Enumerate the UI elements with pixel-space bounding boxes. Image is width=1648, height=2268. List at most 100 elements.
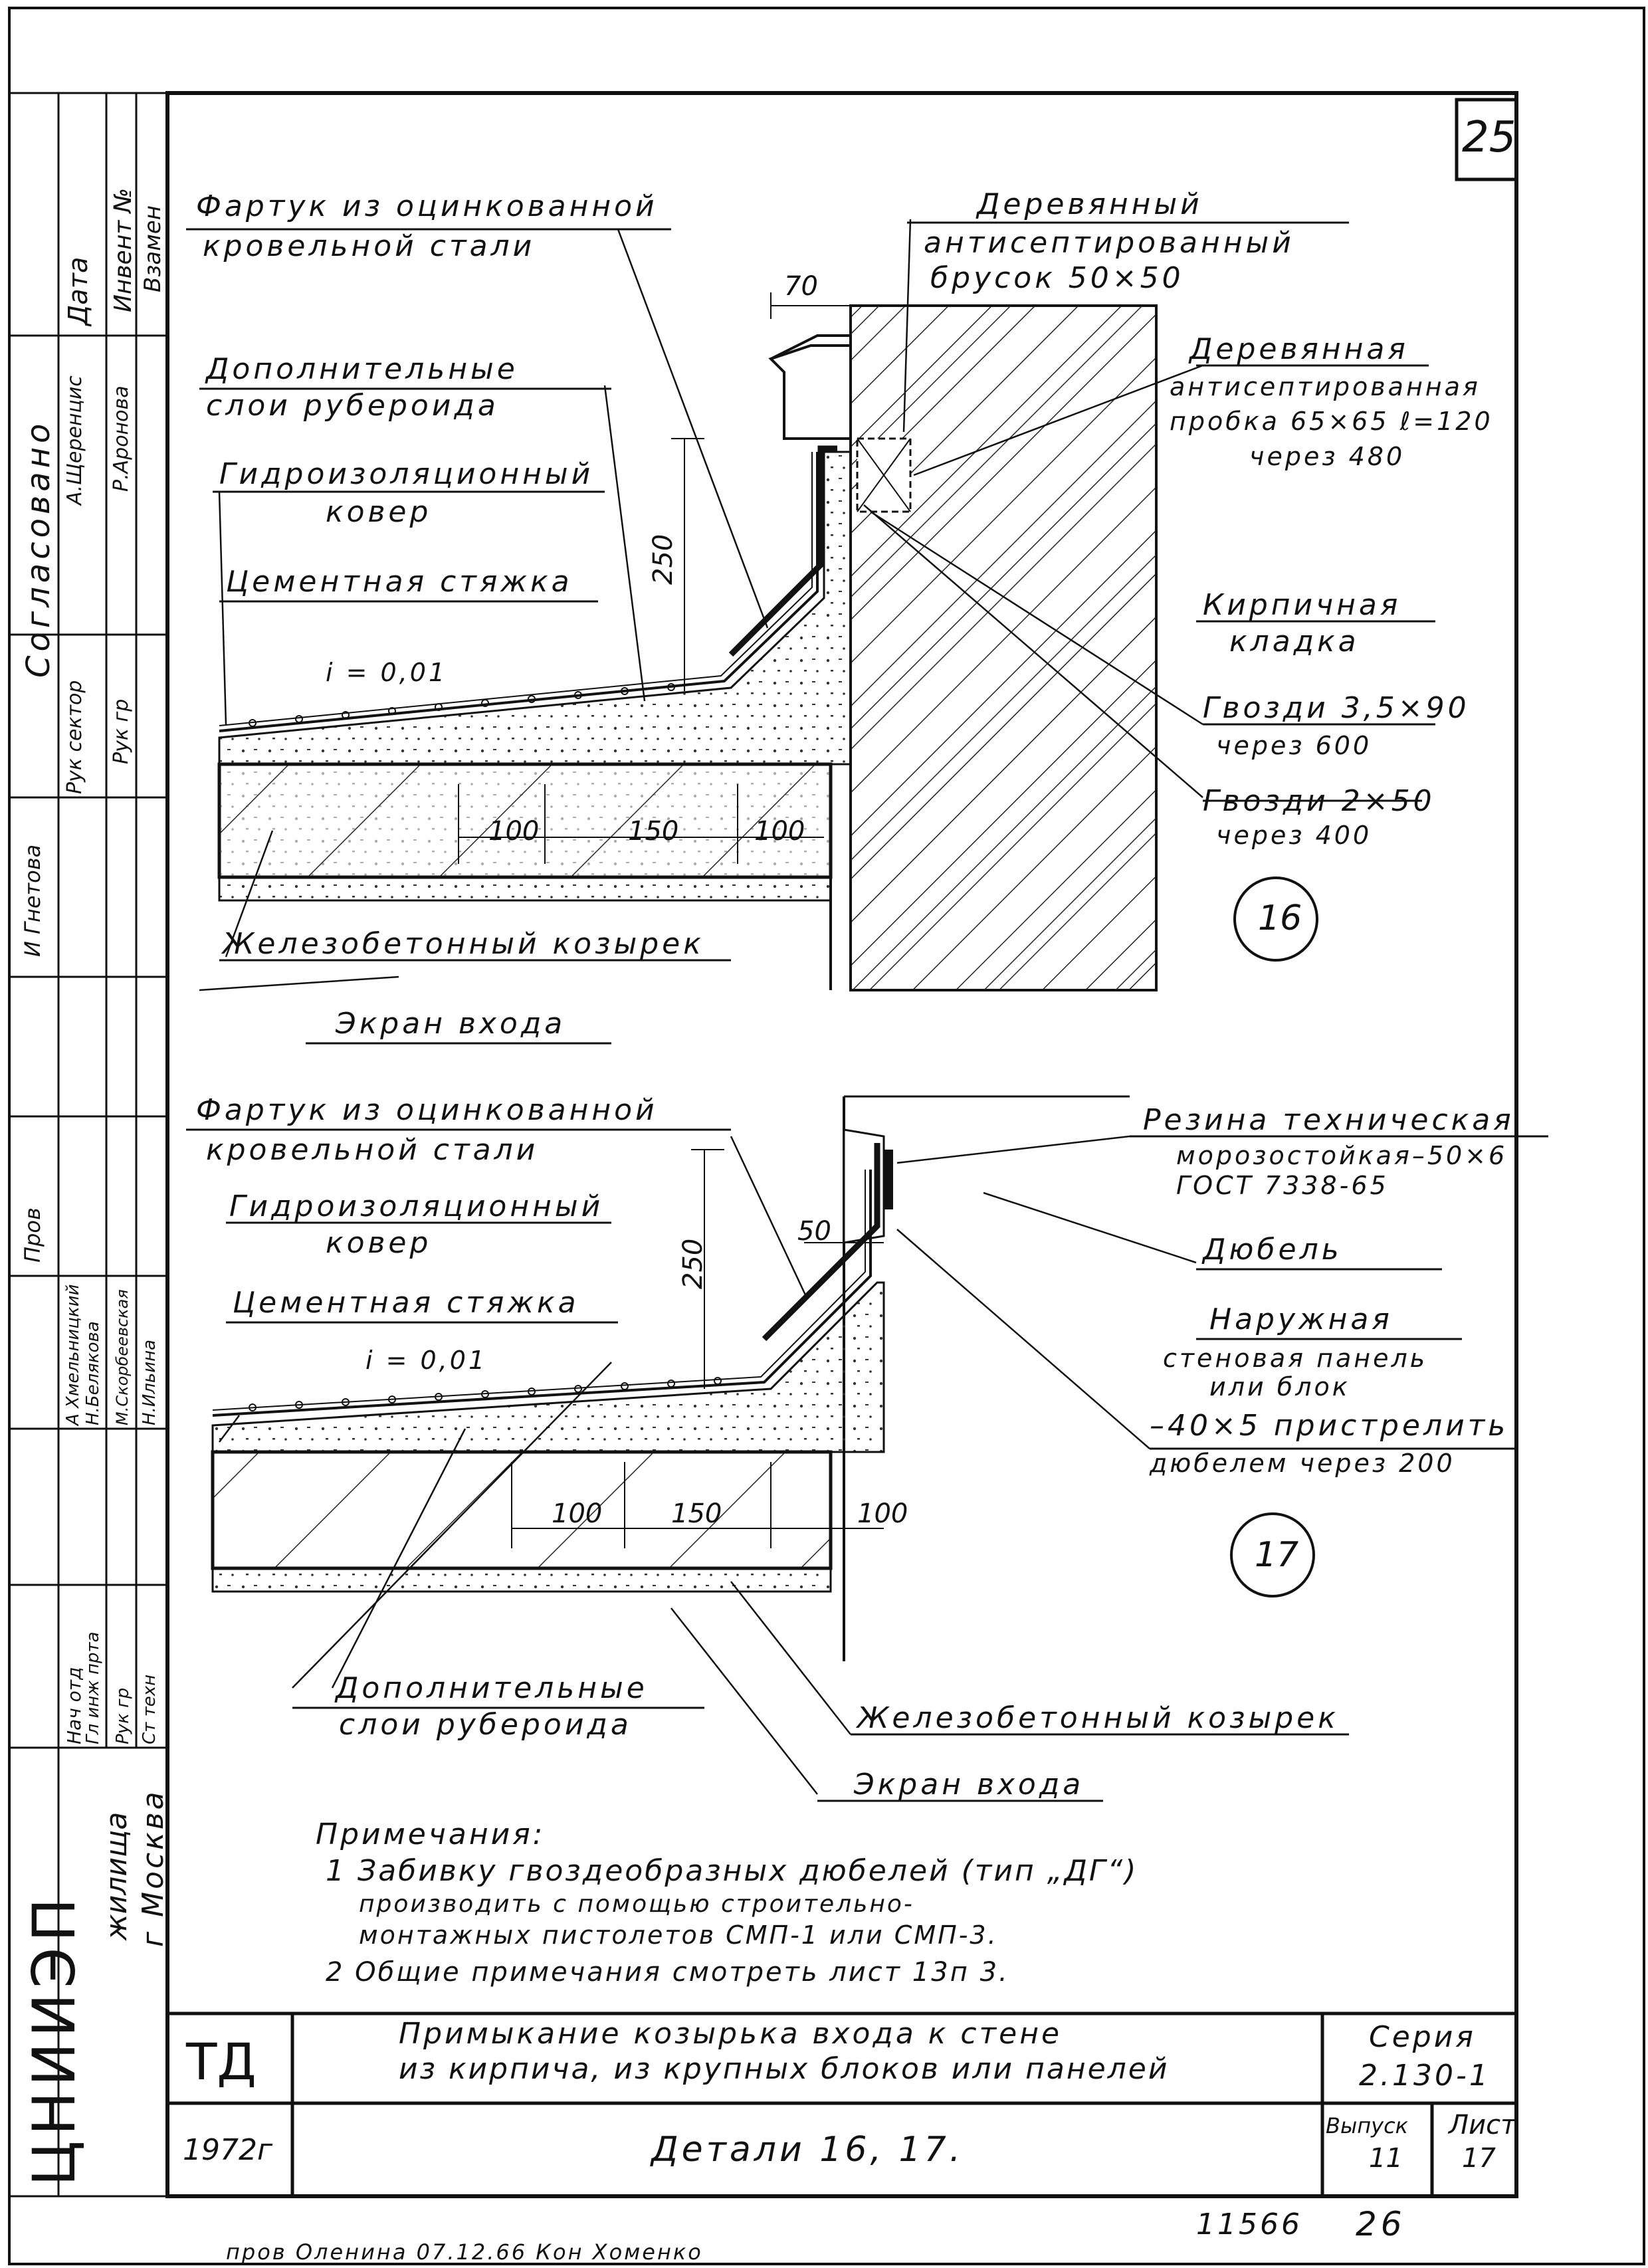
panel-label-17-line1: Наружная xyxy=(1209,1302,1393,1336)
year: 1972г xyxy=(183,2133,273,2167)
screed-label-16: Цементная стяжка xyxy=(226,565,573,599)
org-name: ЦНИИЭП xyxy=(20,1893,88,2186)
agreed-name-1: А.Щеренцис xyxy=(63,375,86,505)
role-chief-eng: Гл инж прта xyxy=(83,1631,103,1744)
dim-150-16: 150 xyxy=(628,816,679,847)
brick-label-16-line2: кладка xyxy=(1229,625,1360,659)
rubber-label-17-line1: Резина техническая xyxy=(1143,1103,1514,1137)
apron-label-17-line2: кровельной стали xyxy=(206,1133,539,1167)
slope-label-17: i = 0,01 xyxy=(365,1346,488,1375)
note-1-line2: производить с помощью строительно- xyxy=(359,1891,914,1918)
note-2: 2 Общие примечания смотреть лист 13п 3. xyxy=(326,1957,1009,1988)
detail-17-geometry xyxy=(211,1095,1315,1795)
rubber-label-17-line2: морозостойкая–50×6 xyxy=(1176,1141,1508,1170)
agreed-label: Согласовано xyxy=(20,419,57,678)
notes-title: Примечания: xyxy=(316,1817,546,1851)
waterproof-label-16-line2: ковер xyxy=(326,495,432,529)
dim-250-16: 250 xyxy=(648,534,678,585)
apron-label-16-line2: кровельной стали xyxy=(203,229,536,263)
bottom-number: 26 xyxy=(1356,2205,1406,2243)
side-stamp-grid xyxy=(9,92,1516,2198)
bar-label-16-line3: брусок 50×50 xyxy=(930,261,1184,295)
staff-2: Н.Белякова xyxy=(83,1321,103,1425)
extra-layers-label-16-line2: слои рубероида xyxy=(206,389,499,423)
staff-4: Н.Ильина xyxy=(140,1339,159,1425)
series-label: Серия xyxy=(1369,2020,1476,2054)
apron-label-16-line1: Фартук из оцинкованной xyxy=(196,189,658,223)
nails1-label-16-line2: через 600 xyxy=(1216,731,1372,760)
title-line1: Примыкание козырька входа к стене xyxy=(399,2017,1063,2051)
subtitle: Детали 16, 17. xyxy=(651,2130,964,2170)
issue-label: Выпуск xyxy=(1326,2113,1408,2138)
plug-label-16-line1: Деревянная xyxy=(1189,332,1409,366)
role-sector: Рук сектор xyxy=(63,680,86,794)
detail-17-number: 17 xyxy=(1255,1535,1299,1575)
issue-value: 11 xyxy=(1369,2143,1403,2174)
note-1-line3: монтажных пистолетов СМП-1 или СМП-3. xyxy=(359,1920,998,1950)
header-date: Дата xyxy=(63,257,94,326)
dim-150-17: 150 xyxy=(671,1498,722,1529)
screen-label-17: Экран входа xyxy=(854,1768,1084,1802)
dim-250-17: 250 xyxy=(678,1238,708,1289)
panel-label-17-line2: стеновая панель xyxy=(1163,1344,1428,1373)
handwritten-note: пров Оленина 07.12.66 Кон Хоменко xyxy=(226,2239,703,2265)
strip-label-17-line2: дюбелем через 200 xyxy=(1150,1449,1455,1478)
sheet-label: Лист xyxy=(1449,2110,1516,2140)
dowel-label-17: Дюбель xyxy=(1203,1233,1342,1267)
nails2-label-16-line2: через 400 xyxy=(1216,821,1372,850)
header-replace: Взамен xyxy=(140,205,166,292)
nails2-label-16-line1: Гвозди 2×50 xyxy=(1203,784,1435,818)
agreed-name-2: Р.Аронова xyxy=(110,385,133,492)
waterproof-label-17-line2: ковер xyxy=(326,1226,432,1260)
screed-16 xyxy=(218,451,852,766)
detail-16-number: 16 xyxy=(1258,898,1302,938)
brick-label-16-line1: Кирпичная xyxy=(1203,588,1401,622)
panel-label-17-line3: или блок xyxy=(1209,1372,1350,1401)
extra-layers-label-17-line2: слои рубероида xyxy=(339,1708,632,1742)
screen-label-16: Экран входа xyxy=(336,1007,566,1041)
canopy-label-17: Железобетонный козырек xyxy=(857,1701,1339,1735)
engineer-name: И Гнетова xyxy=(20,844,45,957)
strip-label-17-line1: –40×5 пристрелить xyxy=(1150,1409,1509,1443)
nails1-label-16-line1: Гвозди 3,5×90 xyxy=(1203,691,1470,725)
note-1-line1: 1 Забивку гвоздеобразных дюбелей (тип „Д… xyxy=(326,1854,1138,1888)
role-group-2: Рук гр xyxy=(113,1687,133,1744)
outer-frame xyxy=(8,7,1645,2265)
waterproof-label-16-line1: Гидроизоляционный xyxy=(219,457,594,491)
extra-layers-label-17-line1: Дополнительные xyxy=(336,1671,648,1705)
detail-16-circle xyxy=(1233,876,1318,962)
apron-16 xyxy=(728,445,837,657)
canopy-slab-17 xyxy=(211,1450,833,1570)
dim-100a-16: 100 xyxy=(488,816,540,847)
title-line2: из кирпича, из крупных блоков или панеле… xyxy=(399,2052,1170,2086)
dim-100b-16: 100 xyxy=(754,816,805,847)
role-tech: Ст техн xyxy=(140,1674,159,1744)
apron-17 xyxy=(762,1143,880,1342)
detail-17-circle xyxy=(1230,1512,1315,1598)
header-inv: Инвент № xyxy=(110,187,137,312)
page-number: 25 xyxy=(1462,113,1516,162)
apron-label-17-line1: Фартук из оцинкованной xyxy=(196,1093,658,1127)
extra-layers-label-16-line1: Дополнительные xyxy=(206,352,518,386)
detail-16-geometry xyxy=(199,219,1318,991)
archive-number: 11566 xyxy=(1196,2208,1302,2241)
waterproof-label-17-line1: Гидроизоляционный xyxy=(229,1189,604,1223)
plug-label-16-line2: антисептированная xyxy=(1170,372,1481,401)
role-group: Рук гр xyxy=(110,698,133,764)
page-number-box xyxy=(1455,98,1518,181)
staff-3: М.Скорбеевская xyxy=(113,1289,132,1425)
check-label: Пров xyxy=(20,1207,45,1263)
plug-label-16-line4: через 480 xyxy=(1249,442,1405,471)
dim-100a-17: 100 xyxy=(552,1498,603,1529)
org-sub: жилища xyxy=(100,1811,134,1940)
dim-70-16: 70 xyxy=(784,271,818,302)
bar-label-16-line2: антисептированный xyxy=(924,226,1294,260)
canopy-label-16: Железобетонный козырек xyxy=(223,927,704,961)
slope-label-16: i = 0,01 xyxy=(326,658,448,687)
bar-label-16-line1: Деревянный xyxy=(977,187,1203,221)
staff-1: А Хмельницкий xyxy=(63,1284,83,1425)
plug-label-16-line3: пробка 65×65 ℓ=120 xyxy=(1170,407,1493,436)
dim-50-17: 50 xyxy=(797,1216,831,1247)
title-block-grid xyxy=(167,2011,1516,2196)
